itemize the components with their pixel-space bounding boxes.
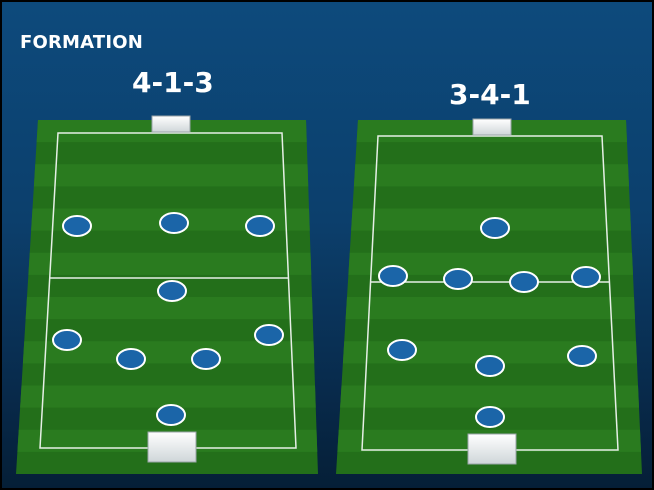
pitch-left-top-goal bbox=[152, 116, 190, 132]
player-marker-icon[interactable] bbox=[53, 330, 81, 350]
player-marker-icon[interactable] bbox=[388, 340, 416, 360]
pitch-stripe bbox=[346, 297, 635, 319]
goal-icon bbox=[148, 432, 196, 462]
player-marker-icon[interactable] bbox=[158, 281, 186, 301]
goal-icon bbox=[473, 119, 511, 135]
pitch-right bbox=[336, 119, 642, 474]
pitch-left-bottom-goal bbox=[148, 432, 196, 462]
player-marker-icon[interactable] bbox=[63, 216, 91, 236]
player-marker-icon[interactable] bbox=[160, 213, 188, 233]
pitch-left bbox=[16, 116, 318, 474]
player-marker-icon[interactable] bbox=[246, 216, 274, 236]
player-marker-icon[interactable] bbox=[192, 349, 220, 369]
pitch-stripe bbox=[340, 386, 639, 408]
player-marker-icon[interactable] bbox=[568, 346, 596, 366]
pitch-stripe bbox=[28, 253, 311, 275]
player-marker-icon[interactable] bbox=[117, 349, 145, 369]
player-marker-icon[interactable] bbox=[481, 218, 509, 238]
player-marker-icon[interactable] bbox=[510, 272, 538, 292]
pitch-stripe bbox=[34, 164, 308, 186]
goal-icon bbox=[468, 434, 516, 464]
pitch-stripe bbox=[354, 164, 629, 186]
player-marker-icon[interactable] bbox=[572, 267, 600, 287]
player-marker-icon[interactable] bbox=[476, 407, 504, 427]
pitch-right-bottom-goal bbox=[468, 434, 516, 464]
player-marker-icon[interactable] bbox=[379, 266, 407, 286]
goal-icon bbox=[152, 116, 190, 132]
player-marker-icon[interactable] bbox=[157, 405, 185, 425]
pitch-right-top-goal bbox=[473, 119, 511, 135]
player-marker-icon[interactable] bbox=[444, 269, 472, 289]
player-marker-icon[interactable] bbox=[476, 356, 504, 376]
player-marker-icon[interactable] bbox=[255, 325, 283, 345]
